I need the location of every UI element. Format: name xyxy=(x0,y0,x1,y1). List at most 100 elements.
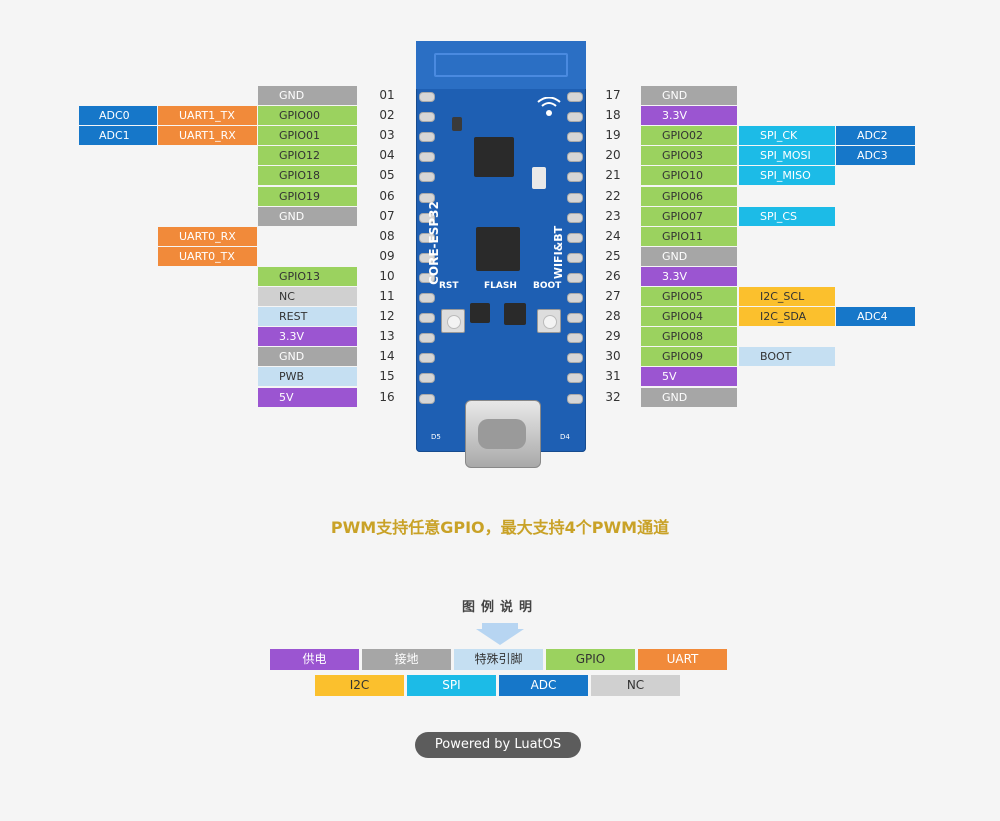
legend-item-uart: UART xyxy=(638,649,727,670)
usb-c-port xyxy=(478,419,526,449)
pin-function-gpio: GPIO11 xyxy=(641,226,737,246)
pin-pad xyxy=(567,333,583,344)
pin-function-gnd: GND xyxy=(258,347,357,367)
flash-label: FLASH xyxy=(484,281,517,291)
pin-function-gpio: GPIO13 xyxy=(258,266,357,286)
pin-number: 19 xyxy=(605,128,621,143)
component xyxy=(452,117,462,131)
board-name-label: CORE-ESP32 xyxy=(426,201,441,285)
pin-function-gpio: GPIO03 xyxy=(641,146,737,166)
pin-number: 24 xyxy=(605,228,621,243)
pin-number: 17 xyxy=(605,88,621,102)
pin-function-adc: ADC1 xyxy=(79,126,157,146)
pin-pad xyxy=(419,393,435,404)
legend-item-special: 特殊引脚 xyxy=(454,649,543,670)
pin-function-power: 3.3V xyxy=(641,106,737,126)
pin-pad xyxy=(419,132,435,143)
pin-function-gnd: GND xyxy=(641,86,737,105)
legend-item-power: 供电 xyxy=(270,649,359,670)
legend-item-nc: NC xyxy=(591,675,680,696)
pin-function-special: REST xyxy=(258,307,357,327)
pin-pad xyxy=(419,313,435,324)
pin-pad xyxy=(567,212,583,223)
pin-function-spi: SPI_MISO xyxy=(739,166,835,186)
pin-function-power: 5V xyxy=(258,387,357,407)
rst-label: RST xyxy=(439,281,459,291)
regulator-chip xyxy=(504,303,526,325)
pin-pad xyxy=(419,92,435,102)
driver-chip xyxy=(470,303,490,323)
pin-function-power: 5V xyxy=(641,367,737,387)
esp32-board-image: RST FLASH BOOT CORE-ESP32 WIFI&BT D5 D4 xyxy=(416,41,586,468)
antenna-trace xyxy=(434,53,568,77)
pin-number: 09 xyxy=(379,248,395,263)
d5-label: D5 xyxy=(431,433,441,441)
pin-pad xyxy=(419,192,435,203)
legend-item-spi: SPI xyxy=(407,675,496,696)
boot-label: BOOT xyxy=(533,281,562,291)
powered-by-badge[interactable]: Powered by LuatOS xyxy=(415,732,581,758)
pin-pad xyxy=(567,172,583,183)
boot-button[interactable] xyxy=(537,309,561,333)
pin-function-adc: ADC0 xyxy=(79,106,157,126)
legend-item-gpio: GPIO xyxy=(546,649,635,670)
pin-function-gnd: GND xyxy=(641,246,737,266)
rst-button[interactable] xyxy=(441,309,465,333)
pin-number: 25 xyxy=(605,248,621,263)
pin-pad xyxy=(419,172,435,183)
legend-title: 图例说明 xyxy=(461,600,538,615)
pin-function-power: 3.3V xyxy=(258,327,357,347)
pin-function-gnd: GND xyxy=(258,206,357,226)
pin-function-uart: UART1_RX xyxy=(158,126,257,146)
pin-pad xyxy=(419,373,435,384)
legend-item-i2c: I2C xyxy=(315,675,404,696)
pin-function-gpio: GPIO06 xyxy=(641,186,737,206)
d4-label: D4 xyxy=(560,433,570,441)
right-pin-row: 24 GPIO11 xyxy=(0,226,1000,246)
pin-function-gpio: GPIO01 xyxy=(258,126,357,146)
pin-number: 20 xyxy=(605,148,621,163)
pin-function-gpio: GPIO18 xyxy=(258,166,357,186)
pin-function-spi: SPI_CK xyxy=(739,126,835,146)
pin-pad xyxy=(567,353,583,364)
pin-pad xyxy=(419,353,435,364)
pin-function-i2c: I2C_SCL xyxy=(739,287,835,306)
pin-function-uart: UART1_TX xyxy=(158,106,257,126)
legend-item-gnd: 接地 xyxy=(362,649,451,670)
pin-function-gpio: GPIO19 xyxy=(258,186,357,206)
pin-function-spi: SPI_CS xyxy=(739,206,835,226)
pin-function-adc: ADC2 xyxy=(836,126,915,146)
pin-pad xyxy=(567,92,583,102)
pin-number: 30 xyxy=(605,349,621,364)
pin-number: 26 xyxy=(605,268,621,283)
pin-number: 15 xyxy=(379,369,395,384)
pin-number: 28 xyxy=(605,309,621,324)
pin-number: 11 xyxy=(379,289,395,303)
pin-function-uart: UART0_RX xyxy=(158,226,257,246)
pin-pad xyxy=(567,112,583,123)
pin-number: 31 xyxy=(605,369,621,384)
pin-number: 05 xyxy=(379,168,395,183)
pin-function-gpio: GPIO09 xyxy=(641,347,737,367)
pin-function-spi: SPI_MOSI xyxy=(739,146,835,166)
right-pin-row: 25 GND xyxy=(0,246,1000,266)
pin-pad xyxy=(567,313,583,324)
pin-pad xyxy=(419,232,435,243)
pin-function-nc: NC xyxy=(258,287,357,306)
pin-number: 02 xyxy=(379,108,395,123)
wireless-icon xyxy=(537,97,561,116)
